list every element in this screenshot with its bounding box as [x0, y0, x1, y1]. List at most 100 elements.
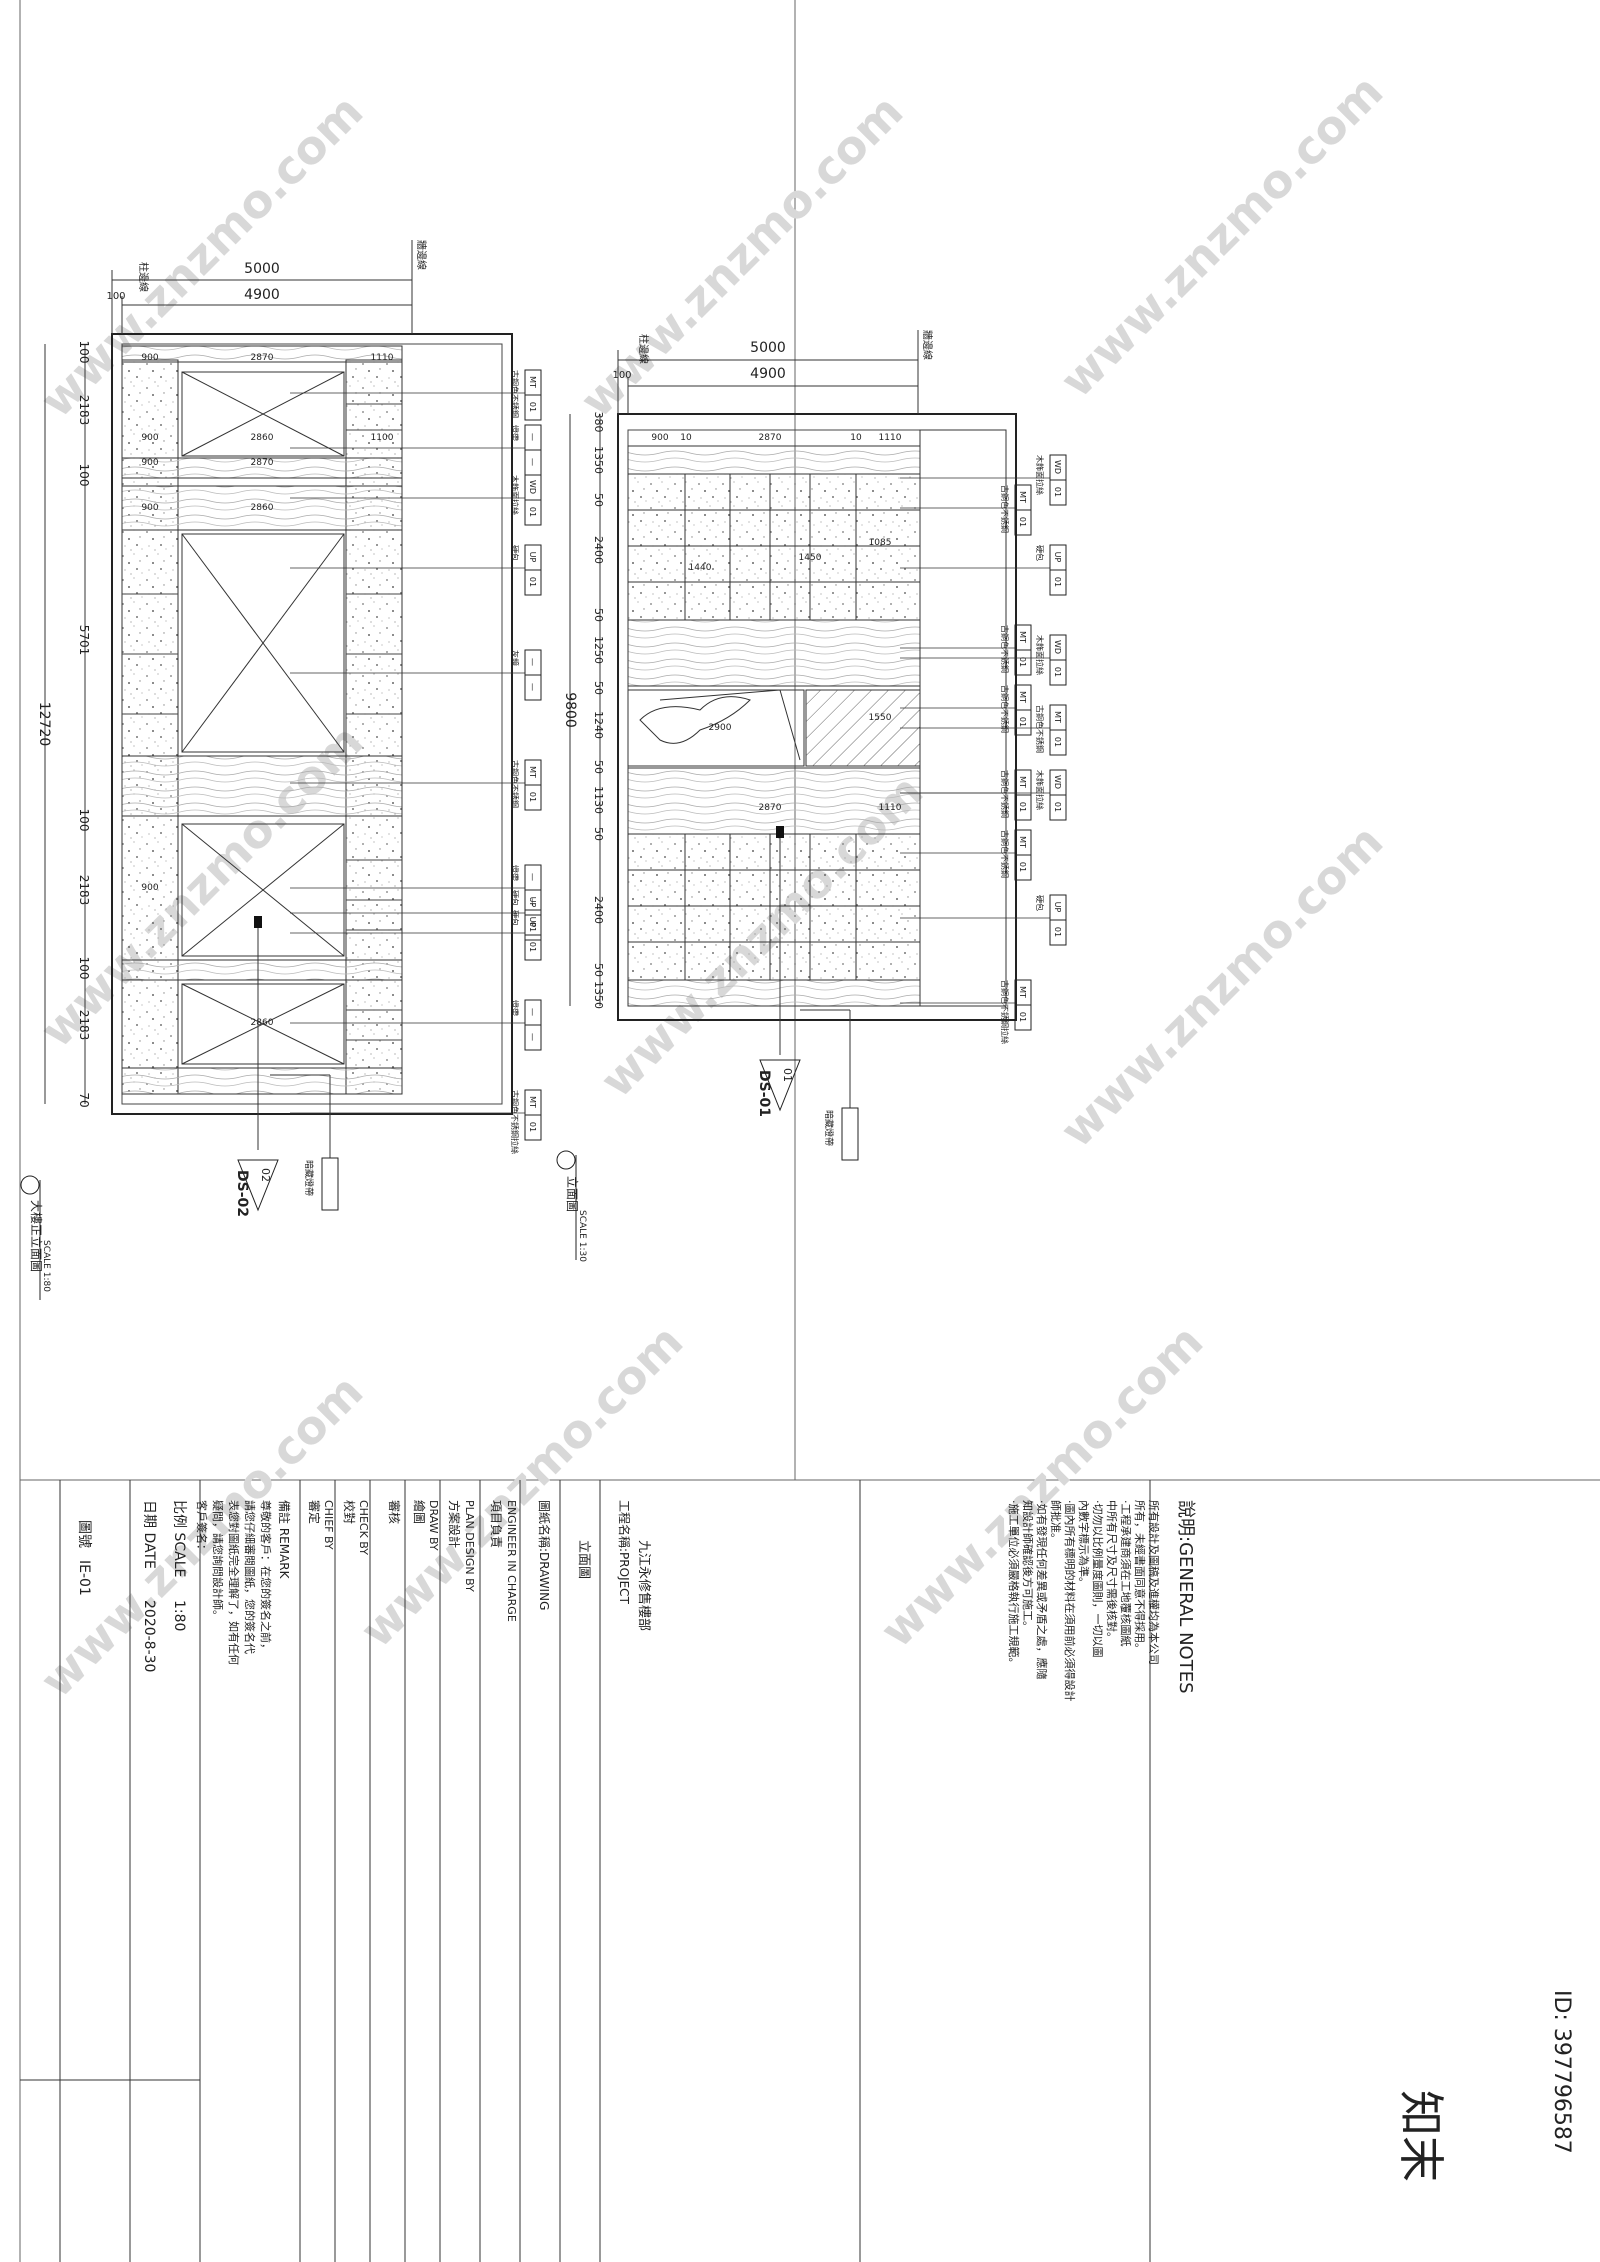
date-value: 2020-8-30 — [141, 1600, 157, 1672]
material-tag-desc: 木飾面拉絲 — [1035, 635, 1045, 675]
vertical-dim-label: 100 — [77, 809, 91, 832]
material-tag-num: 01 — [528, 577, 537, 587]
width-label: 1110 — [879, 803, 902, 813]
remark-line: 尊敬的客戶：在您的簽名之前， — [259, 1500, 273, 1654]
logo-text: 知末 — [1394, 2090, 1448, 2182]
material-tag-code: UP — [1053, 552, 1062, 563]
vertical-dim-label: 70 — [77, 1092, 91, 1107]
remark: 備註 REMARK尊敬的客戶：在您的簽名之前，請您仔細審閱圖紙，您的簽名代表您對… — [195, 1500, 292, 1665]
material-tag-num: — — [528, 898, 537, 906]
drawing-label: 圖紙名稱:DRAWING — [537, 1500, 552, 1610]
note-line: 所有設計及圖稿及進權均為本公司 — [1147, 1500, 1161, 1665]
width-label: 1100 — [371, 433, 394, 443]
date-label: 日期 DATE — [141, 1500, 157, 1569]
drawing-no-value: IE-01 — [76, 1560, 92, 1596]
dim-vertical-total: 9800 — [562, 692, 578, 728]
dim-top-outer: 5000 — [244, 261, 280, 277]
material-tag-code: UP — [528, 917, 537, 928]
width-label: 900 — [141, 433, 158, 443]
width-label: 900 — [141, 353, 158, 363]
note-line: ·如有發現任何差異或矛盾之處，應隨 — [1035, 1500, 1049, 1680]
width-label: 900 — [651, 433, 668, 443]
width-label: 900 — [141, 883, 158, 893]
material-tag-desc: 木飾面拉絲 — [510, 475, 520, 515]
note-line: 中所有尺寸及尺寸需後核對。 — [1105, 1500, 1119, 1643]
project-name: 九江永修售樓部 — [636, 1540, 652, 1631]
material-tag-num: 01 — [1018, 657, 1027, 667]
engineer-en: ENGINEER IN CHARGE — [505, 1500, 518, 1622]
material-tag-num: 01 — [1053, 802, 1062, 812]
material-tag-desc: 燈帶 — [510, 425, 520, 441]
chief-label: 審定 — [307, 1500, 322, 1524]
material-tag-desc: 硬包 — [510, 890, 520, 906]
check-label: 校對 — [342, 1500, 357, 1524]
material-tag-code: UP — [528, 897, 537, 908]
elevation-title: 立面圖 SCALE 1:30 — [556, 1150, 587, 1262]
dim-top-inner: 4900 — [244, 287, 280, 303]
material-tag-code: MT — [528, 766, 537, 778]
material-tag-code: — — [528, 873, 537, 881]
width-label: 1110 — [879, 433, 902, 443]
note-line: 所有，未經書面同意不得採用。 — [1133, 1500, 1147, 1654]
title-scale: SCALE 1:80 — [41, 1240, 51, 1292]
vertical-dim-label: 100 — [77, 464, 91, 487]
material-tag-desc: 燈帶 — [510, 865, 520, 881]
material-tag-desc: 古銅色不銹鋼 — [510, 370, 520, 418]
vertical-dim-label: 2183 — [77, 395, 91, 426]
material-tag-num: 01 — [528, 922, 537, 932]
material-tag-num: 01 — [1018, 717, 1027, 727]
material-tag-code: WD — [528, 480, 537, 494]
material-tag-code: MT — [1018, 491, 1027, 503]
drawing-name: 立面圖 — [576, 1540, 591, 1579]
section-num: 01 — [781, 1068, 794, 1082]
section-mark: 01 DS-01 — [756, 826, 801, 1117]
watermark: www.znzmo.com — [30, 84, 374, 428]
elevation-title: 大樓正立面圖 SCALE 1:80 — [20, 1175, 51, 1300]
material-tag-desc: 古銅色不銹鋼 — [510, 760, 520, 808]
vertical-dim-label: 1130 — [592, 786, 605, 814]
dim-top-inner: 4900 — [750, 366, 786, 382]
title-scale: SCALE 1:30 — [577, 1210, 587, 1262]
material-tag-code: MT — [528, 1096, 537, 1108]
notes-title: 說明:GENERAL NOTES — [1175, 1500, 1196, 1694]
width-label: 1110 — [371, 353, 394, 363]
material-tag-code: — — [528, 658, 537, 666]
material-tag-num: 01 — [1053, 737, 1062, 747]
material-tag-desc: 古銅色不銹鋼拉絲 — [510, 1090, 520, 1154]
width-label: 900 — [141, 503, 158, 513]
material-tag-num: 01 — [1018, 1012, 1027, 1022]
vertical-dim-label: 100 — [77, 341, 91, 364]
watermark: www.znzmo.com — [1050, 814, 1394, 1158]
material-tag-num: 01 — [1053, 487, 1062, 497]
vertical-dim-label: 1250 — [592, 636, 605, 664]
image-id: ID: 397796587 — [1549, 1990, 1574, 2154]
width-label: 10 — [680, 433, 692, 443]
bottom-tag-desc: 暗藏燈帶 — [823, 1110, 835, 1146]
vertical-dim-label: 2183 — [77, 875, 91, 906]
dim-vertical-total: 12720 — [36, 702, 52, 747]
material-tag-desc: 硬包 — [510, 910, 520, 926]
material-tag-code: MT — [1018, 691, 1027, 703]
title: 大樓正立面圖 — [29, 1200, 44, 1272]
material-tag-num: 01 — [1053, 667, 1062, 677]
material-tag-code: MT — [1053, 711, 1062, 723]
material-tag-desc: 木飾面拉絲 — [1035, 770, 1045, 810]
bottom-tag: 暗藏燈帶 — [800, 1009, 859, 1161]
material-tag-desc: 硬包 — [1035, 895, 1045, 911]
material-tag-num: 01 — [528, 1122, 537, 1132]
vertical-dim-label: 50 — [592, 827, 605, 841]
material-tag-desc: 灰鏡 — [510, 650, 520, 666]
axis-label: 柱邊線 — [137, 262, 150, 292]
note-line: ·圖內所有標明的材料在須用前必須得設計 — [1063, 1500, 1077, 1702]
vertical-dim-label: 380 — [592, 412, 605, 433]
material-tag-code: — — [528, 1008, 537, 1016]
material-tag-code: UP — [528, 552, 537, 563]
draw-label: 繪圖 — [412, 1500, 427, 1524]
width-label: 1085 — [869, 538, 892, 548]
material-tag-num: — — [528, 458, 537, 466]
section-ref: DS-02 — [234, 1170, 250, 1217]
vertical-dim-label: 1350 — [592, 446, 605, 474]
